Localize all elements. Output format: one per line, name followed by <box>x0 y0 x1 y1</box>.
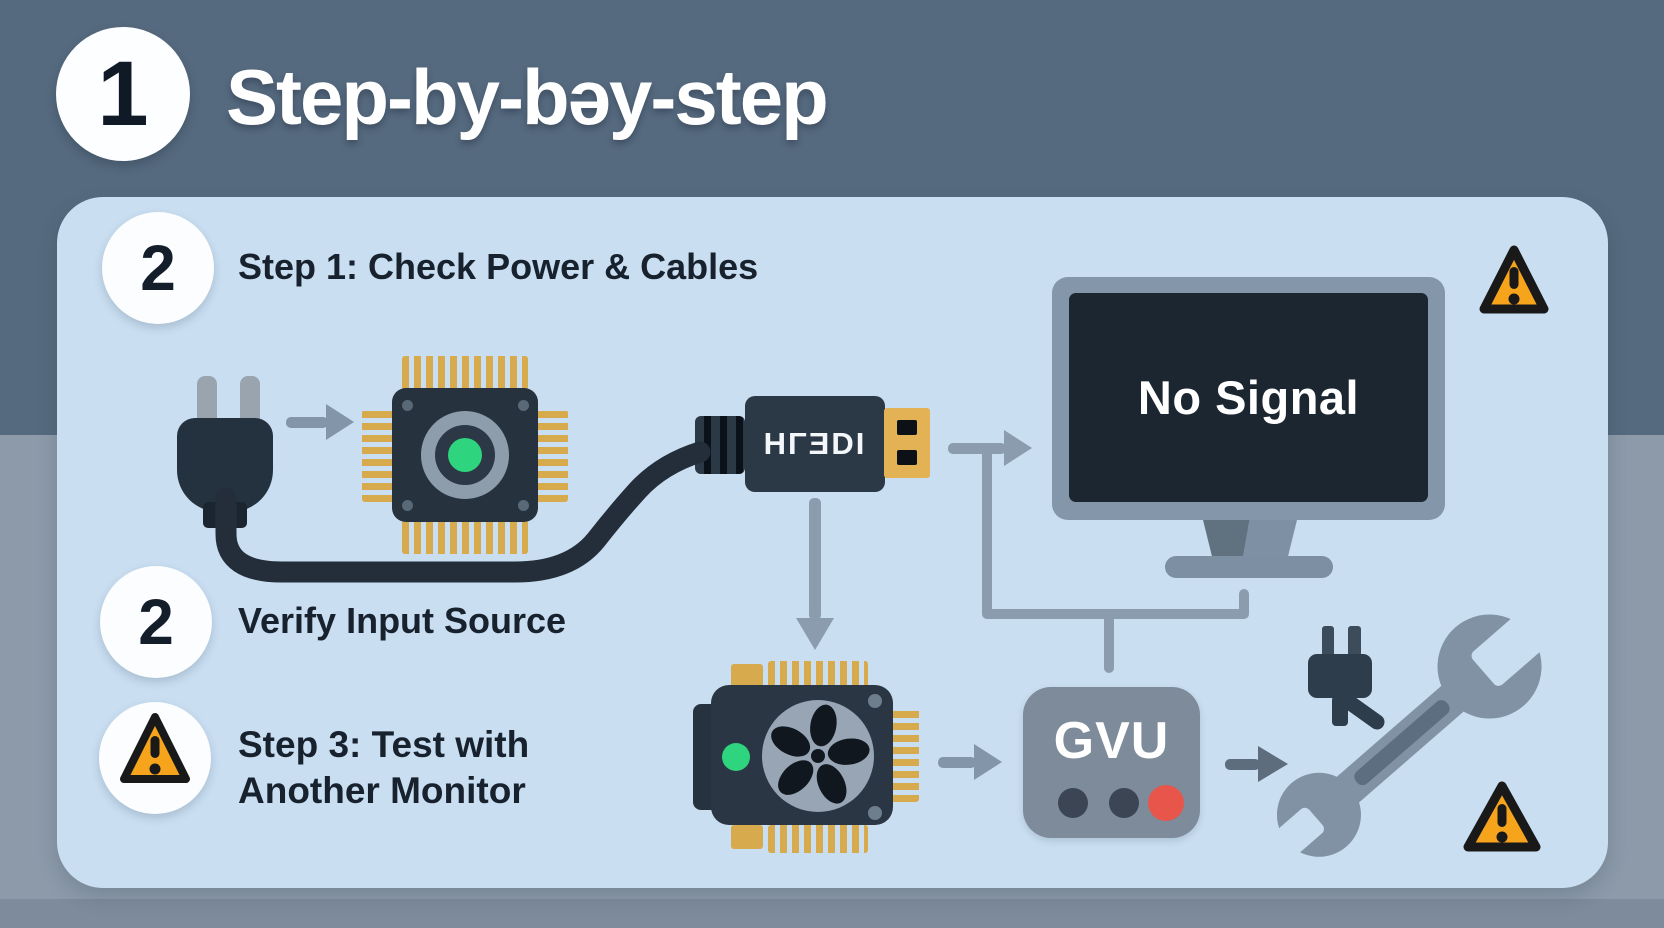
step2-bullet-number: 2 <box>138 586 174 658</box>
cpu-screw <box>518 500 529 511</box>
cpu-screw <box>402 500 413 511</box>
hdmi-connector-body: HΓƎDI <box>745 396 885 492</box>
monitor-screen: No Signal <box>1069 293 1428 502</box>
step2-label: Verify Input Source <box>238 600 567 641</box>
cpu-pins-bottom <box>402 520 528 554</box>
hdmi-connector-icon <box>695 416 745 474</box>
cpu-pins-right <box>536 410 568 502</box>
power-plug-body <box>177 418 273 512</box>
gpu-screw <box>868 694 882 708</box>
signal-box-label: GVU <box>1053 712 1170 770</box>
step2-bullet: 2 <box>100 566 212 678</box>
gpu-screw <box>868 806 882 820</box>
title-number: 1 <box>97 43 149 145</box>
cpu-screw <box>518 400 529 411</box>
hdmi-slot <box>897 450 917 465</box>
cpu-power-led <box>448 438 482 472</box>
cpu-pins-left <box>362 410 394 502</box>
monitor-stand-neck <box>1203 520 1297 558</box>
cpu-chip-icon <box>402 356 528 390</box>
step3-label-line2: Another Monitor <box>238 770 526 811</box>
gpu-pins-bottom <box>768 825 868 853</box>
status-dot-dark <box>1109 788 1139 818</box>
step3-bullet <box>99 702 211 814</box>
gpu-card-icon <box>768 661 868 689</box>
gpu-gold-tab <box>731 664 763 688</box>
hdmi-label: HΓƎDI <box>763 426 867 461</box>
power-plug-icon <box>197 376 217 428</box>
monitor-stand-base <box>1165 556 1333 578</box>
gpu-power-led <box>722 743 750 771</box>
step1-bullet-number: 2 <box>140 232 176 304</box>
footer-band <box>0 899 1664 928</box>
title-number-badge: 1 <box>56 27 190 161</box>
no-signal-text: No Signal <box>1137 371 1360 424</box>
step1-bullet: 2 <box>102 212 214 324</box>
gpu-gold-tab <box>731 825 763 849</box>
gpu-pins-right <box>891 708 919 802</box>
step3-label: Step 3: Test with Another Monitor <box>238 722 529 814</box>
status-dot-red <box>1148 785 1184 821</box>
hdmi-slot <box>897 420 917 435</box>
power-plug-prong <box>240 376 260 428</box>
page-title: Step-by-bəy-step <box>226 53 829 141</box>
power-plug-collar <box>203 502 247 528</box>
cpu-screw <box>402 400 413 411</box>
hdmi-gold-tip <box>884 408 930 478</box>
status-dot-dark <box>1058 788 1088 818</box>
step3-label-line1: Step 3: Test with <box>238 724 530 765</box>
step1-label: Step 1: Check Power & Cables <box>238 246 759 287</box>
